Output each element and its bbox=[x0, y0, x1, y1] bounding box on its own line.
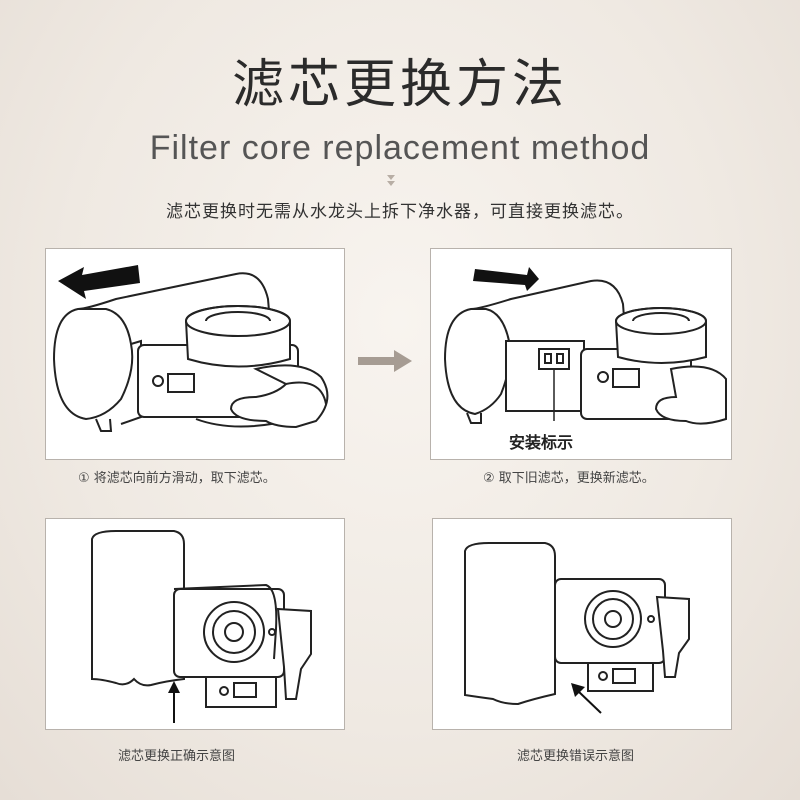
incorrect-diagram-panel bbox=[432, 518, 732, 730]
page-subtitle: Filter core replacement method bbox=[149, 129, 651, 167]
correct-diagram-caption: 滤芯更换正确示意图 bbox=[118, 749, 236, 764]
diagonal-arrow-icon bbox=[571, 683, 602, 714]
correct-installation-illustration bbox=[91, 530, 312, 723]
up-arrow-icon bbox=[168, 681, 180, 723]
page-title: 滤芯更换方法 bbox=[231, 55, 568, 115]
step-2-caption: ② 取下旧滤芯，更换新滤芯。 bbox=[483, 471, 655, 486]
intro-text: 滤芯更换时无需从水龙头上拆下净水器，可直接更换滤芯。 bbox=[166, 202, 634, 222]
incorrect-installation-illustration bbox=[464, 542, 690, 714]
transition-arrow-icon bbox=[358, 350, 412, 372]
down-triangle-icon bbox=[387, 175, 395, 186]
faucet-filter-illustration bbox=[443, 267, 727, 425]
left-arrow-icon bbox=[58, 265, 140, 299]
step-1-caption: ① 将滤芯向前方滑动，取下滤芯。 bbox=[78, 471, 276, 486]
incorrect-diagram-caption: 滤芯更换错误示意图 bbox=[517, 749, 635, 764]
step-1-panel bbox=[45, 248, 345, 460]
installation-mark-label: 安装标示 bbox=[509, 433, 574, 452]
right-arrow-icon bbox=[473, 267, 539, 291]
correct-diagram-panel bbox=[45, 518, 345, 730]
faucet-filter-illustration bbox=[52, 265, 329, 432]
step-2-panel: 安装标示 bbox=[430, 248, 732, 460]
